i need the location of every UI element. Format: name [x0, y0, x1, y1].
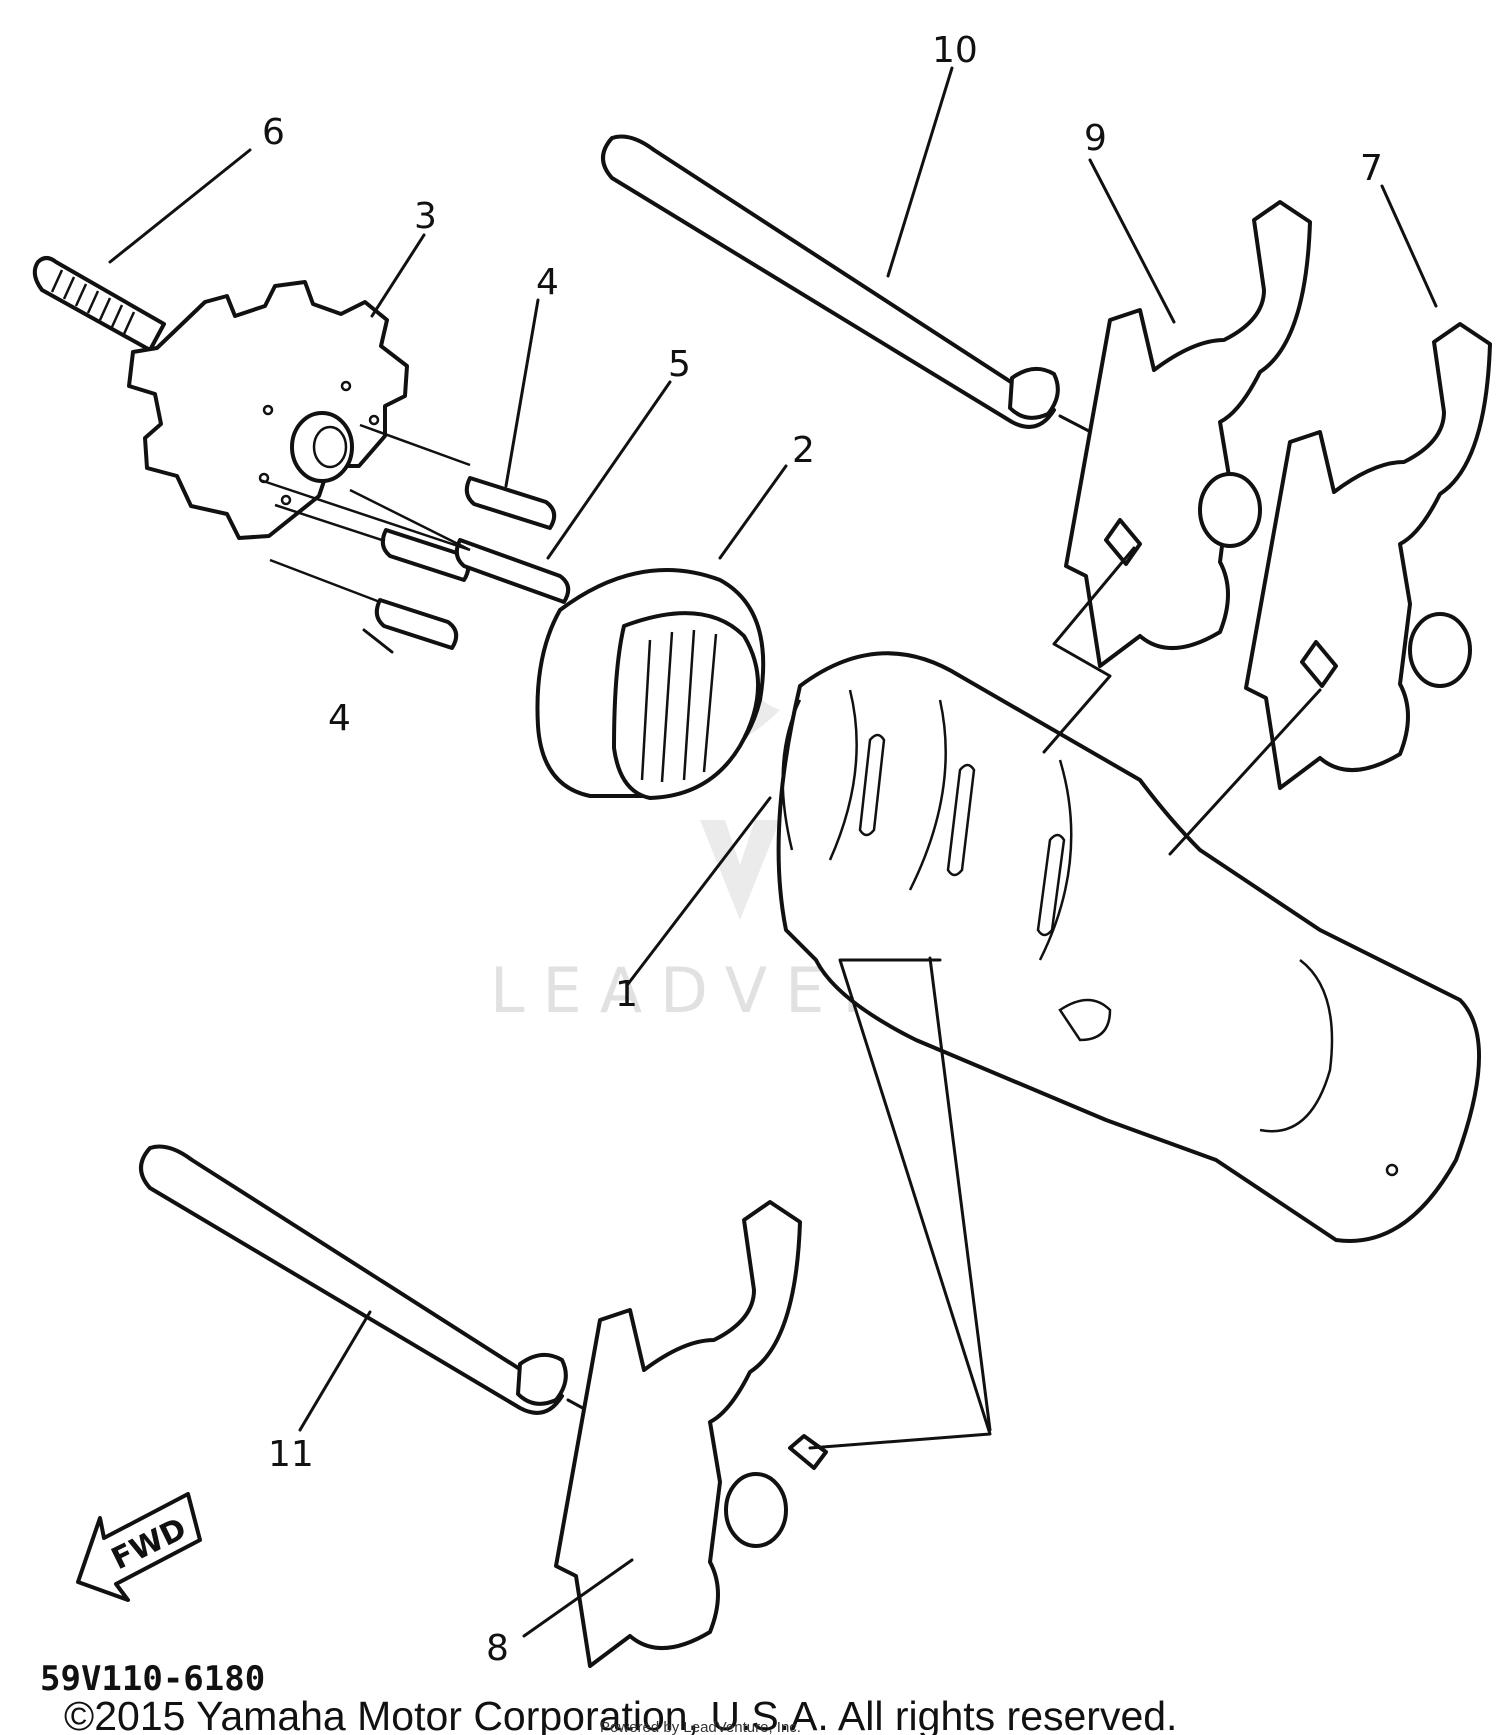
part-5-pin [454, 538, 571, 604]
callout-4-lower: 4 [328, 698, 351, 739]
part-2-bearing [535, 568, 766, 800]
callout-9: 9 [1084, 118, 1107, 159]
forward-arrow-icon: FWD [76, 1492, 202, 1602]
powered-by: Powered by LeadVenture, Inc. [600, 1719, 801, 1735]
part-8-shift-fork [554, 1200, 828, 1668]
callout-7: 7 [1360, 148, 1383, 189]
callout-10: 10 [932, 30, 978, 71]
copyright-notice: ©2015 Yamaha Motor Corporation, U.S.A. A… [64, 1693, 1177, 1735]
part-1-shift-cam [776, 651, 1481, 1243]
callout-11: 11 [268, 1434, 314, 1475]
callout-2: 2 [792, 430, 815, 471]
part-10-guide-bar [601, 134, 1112, 444]
leader-lines [108, 66, 1438, 1638]
callout-5: 5 [668, 344, 691, 385]
part-3-segment [127, 280, 409, 540]
part-11-guide-bar [139, 1144, 614, 1426]
diagram-code: 59V110-6180 [40, 1659, 265, 1699]
callout-8: 8 [486, 1628, 509, 1669]
part-7-shift-fork [1244, 322, 1492, 790]
callout-3: 3 [414, 196, 437, 237]
callout-1: 1 [615, 974, 638, 1015]
part-6-bolt [32, 256, 166, 352]
callout-labels: 1 2 3 4 4 5 6 7 8 9 10 11 [262, 30, 1383, 1669]
callout-4-upper: 4 [536, 262, 559, 303]
part-9-shift-fork [1064, 200, 1312, 668]
callout-6: 6 [262, 112, 285, 153]
